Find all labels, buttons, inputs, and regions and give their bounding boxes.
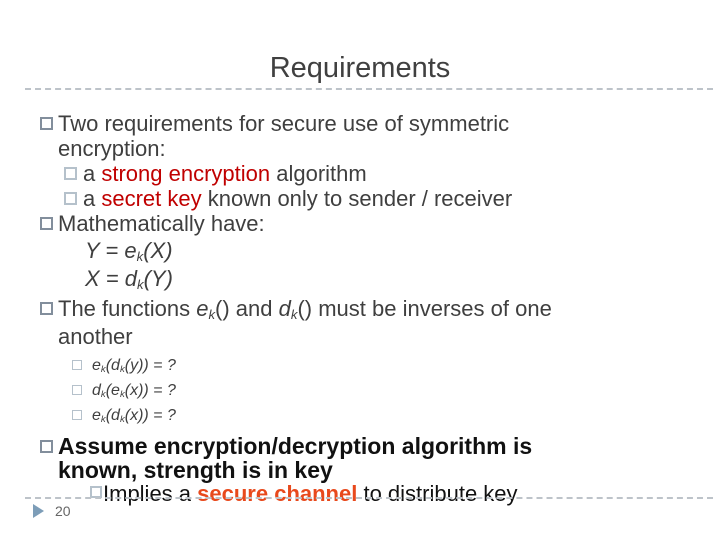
text-segment: () must be inverses of one	[297, 296, 552, 321]
text-segment: k	[100, 364, 106, 376]
bullet-line: ek(dk(x)) = ?	[40, 404, 712, 429]
text-segment: secure channel	[197, 481, 358, 506]
bullet-line: Y = ek(X)	[40, 238, 712, 266]
text-segment: Mathematically have:	[58, 211, 265, 236]
text-segment: secret key	[101, 186, 202, 211]
bullet-line: X = dk(Y)	[40, 266, 712, 294]
text-segment: k	[119, 389, 125, 401]
text-segment: k	[290, 307, 298, 323]
bullet-square-icon	[40, 302, 53, 315]
next-arrow-icon	[33, 504, 44, 518]
bullet-line: a secret key known only to sender / rece…	[40, 186, 712, 211]
text-segment: Two requirements for secure use of symme…	[58, 111, 510, 136]
bullet-square-icon	[40, 117, 53, 130]
text-segment: strong encryption	[101, 161, 271, 186]
text-segment: (x)) = ?	[124, 407, 176, 424]
text-segment: (	[105, 407, 112, 424]
text-segment: d	[278, 296, 291, 321]
text-segment: a	[83, 186, 102, 211]
text-segment: k	[136, 249, 144, 265]
text-segment: known only to sender / receiver	[201, 186, 513, 211]
text-segment: e	[92, 407, 101, 424]
text-segment: (x)) = ?	[124, 382, 176, 399]
text-segment: (X)	[143, 238, 173, 263]
bullet-line: Assume encryption/decryption algorithm i…	[40, 434, 712, 482]
bullet-line: Implies a secure channel to distribute k…	[40, 482, 712, 505]
page-number: 20	[55, 503, 71, 519]
text-segment: a	[83, 161, 102, 186]
bullet-square-icon	[40, 217, 53, 230]
title-divider	[25, 88, 713, 90]
page-title: Requirements	[269, 52, 451, 84]
slide-body: Two requirements for secure use of symme…	[40, 108, 712, 505]
bullet-square-icon	[72, 385, 82, 395]
text-segment: Assume encryption/decryption algorithm i…	[58, 433, 533, 459]
text-segment: (y)) = ?	[124, 357, 176, 374]
text-segment: (Y)	[143, 266, 173, 291]
bullet-line: Two requirements for secure use of symme…	[40, 111, 712, 161]
text-segment: e	[111, 382, 120, 399]
text-segment: d	[111, 407, 120, 424]
text-segment: Implies a	[103, 481, 198, 506]
bullet-line: Mathematically have:	[40, 211, 712, 236]
text-segment: k	[208, 307, 216, 323]
bullet-line: ek(dk(y)) = ?	[40, 354, 712, 379]
text-segment: X = d	[85, 266, 137, 291]
text-segment: known, strength is in key	[58, 457, 333, 483]
text-segment: k	[100, 389, 106, 401]
text-segment: k	[100, 414, 106, 426]
text-segment: Y = e	[85, 238, 137, 263]
bullet-square-icon	[72, 360, 82, 370]
text-segment: another	[58, 324, 133, 349]
bullet-square-icon	[64, 167, 77, 180]
text-segment: The functions	[58, 296, 197, 321]
text-segment: d	[111, 357, 120, 374]
text-segment: e	[196, 296, 209, 321]
text-segment: (	[105, 382, 112, 399]
text-segment: k	[136, 277, 144, 293]
text-segment: encryption:	[58, 136, 166, 161]
bullet-square-icon	[40, 440, 53, 453]
bullet-square-icon	[64, 192, 77, 205]
text-segment: k	[119, 364, 125, 376]
text-segment: e	[92, 357, 101, 374]
slide-footer: 20	[33, 503, 71, 519]
text-segment: d	[92, 382, 101, 399]
footer-divider	[25, 497, 713, 499]
text-segment: () and	[215, 296, 279, 321]
text-segment: (	[105, 357, 112, 374]
text-segment: algorithm	[270, 161, 367, 186]
bullet-square-icon	[72, 410, 82, 420]
text-segment: to distribute key	[357, 481, 518, 506]
bullet-line: The functions ek() and dk() must be inve…	[40, 296, 712, 349]
bullet-line: a strong encryption algorithm	[40, 161, 712, 186]
text-segment: k	[119, 414, 125, 426]
bullet-line: dk(ek(x)) = ?	[40, 379, 712, 404]
